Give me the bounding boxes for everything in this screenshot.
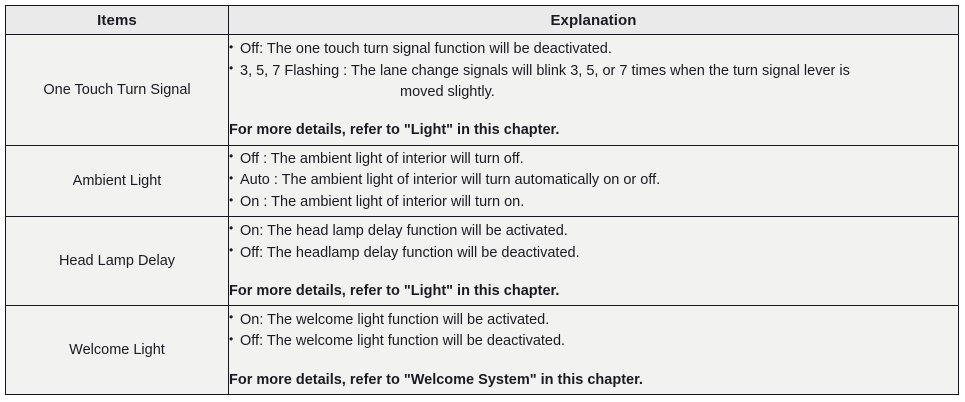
bullet-text: Off : The ambient light of interior will… — [240, 150, 524, 167]
column-header-items: Items — [5, 5, 229, 35]
explanation-bullet-list: On: The welcome light function will be a… — [229, 309, 958, 352]
explanation-cell: Off: The one touch turn signal function … — [228, 33, 959, 147]
explanation-cell: On: The welcome light function will be a… — [228, 305, 959, 395]
bullet-text: Off: The welcome light function will be … — [240, 333, 566, 350]
list-item: Off: The headlamp delay function will be… — [229, 242, 958, 264]
list-item: On : The ambient light of interior will … — [229, 192, 958, 213]
table-row: Ambient Light Off : The ambient light of … — [5, 145, 959, 218]
note-spacer — [229, 264, 958, 281]
bullet-text: Off: The headlamp delay function will be… — [240, 244, 580, 261]
reference-note: For more details, refer to "Light" in th… — [229, 283, 560, 300]
note-spacer — [229, 103, 958, 120]
item-name-cell: One Touch Turn Signal — [5, 33, 229, 147]
bullet-text: On: The head lamp delay function will be… — [240, 222, 568, 239]
bullet-continuation-text: moved slightly. — [400, 83, 495, 100]
explanation-bullet-list: Off: The one touch turn signal function … — [229, 39, 958, 102]
list-item: On: The head lamp delay function will be… — [229, 220, 958, 242]
list-item: Off : The ambient light of interior will… — [229, 148, 958, 170]
table-header-row: Items Explanation — [5, 5, 959, 35]
item-name-cell: Welcome Light — [5, 305, 229, 395]
reference-note: For more details, refer to "Welcome Syst… — [229, 371, 643, 388]
list-item: On: The welcome light function will be a… — [229, 309, 958, 331]
bullet-text: Auto : The ambient light of interior wil… — [240, 172, 661, 189]
list-item: Auto : The ambient light of interior wil… — [229, 170, 958, 191]
table-body: One Touch Turn Signal Off: The one touch … — [5, 33, 959, 395]
table-header: Items Explanation — [5, 5, 959, 35]
bullet-text: Off: The one touch turn signal function … — [240, 41, 612, 58]
table-row: Head Lamp Delay On: The head lamp delay f… — [5, 216, 959, 307]
bullet-text: 3, 5, 7 Flashing : The lane change signa… — [240, 62, 850, 79]
reference-note: For more details, refer to "Light" in th… — [229, 122, 560, 139]
note-spacer — [229, 353, 958, 370]
table-row: Welcome Light On: The welcome light funct… — [5, 305, 959, 395]
list-item: Off: The welcome light function will be … — [229, 331, 958, 352]
table-row: One Touch Turn Signal Off: The one touch … — [5, 33, 959, 147]
explanation-cell: On: The head lamp delay function will be… — [228, 216, 959, 307]
explanation-bullet-list: On: The head lamp delay function will be… — [229, 220, 958, 264]
item-name-cell: Ambient Light — [5, 145, 229, 218]
settings-explanation-table: Items Explanation One Touch Turn SignalO… — [5, 5, 959, 395]
settings-explanation-table-container: Items Explanation One Touch Turn SignalO… — [5, 5, 959, 395]
item-name-cell: Head Lamp Delay — [5, 216, 229, 307]
explanation-cell: Off : The ambient light of interior will… — [228, 145, 959, 218]
explanation-bullet-list: Off : The ambient light of interior will… — [229, 148, 958, 213]
list-item: Off: The one touch turn signal function … — [229, 39, 958, 60]
column-header-explanation: Explanation — [228, 5, 959, 35]
list-item: 3, 5, 7 Flashing : The lane change signa… — [229, 60, 958, 102]
bullet-text: On: The welcome light function will be a… — [240, 311, 550, 328]
bullet-text: On : The ambient light of interior will … — [240, 194, 525, 211]
